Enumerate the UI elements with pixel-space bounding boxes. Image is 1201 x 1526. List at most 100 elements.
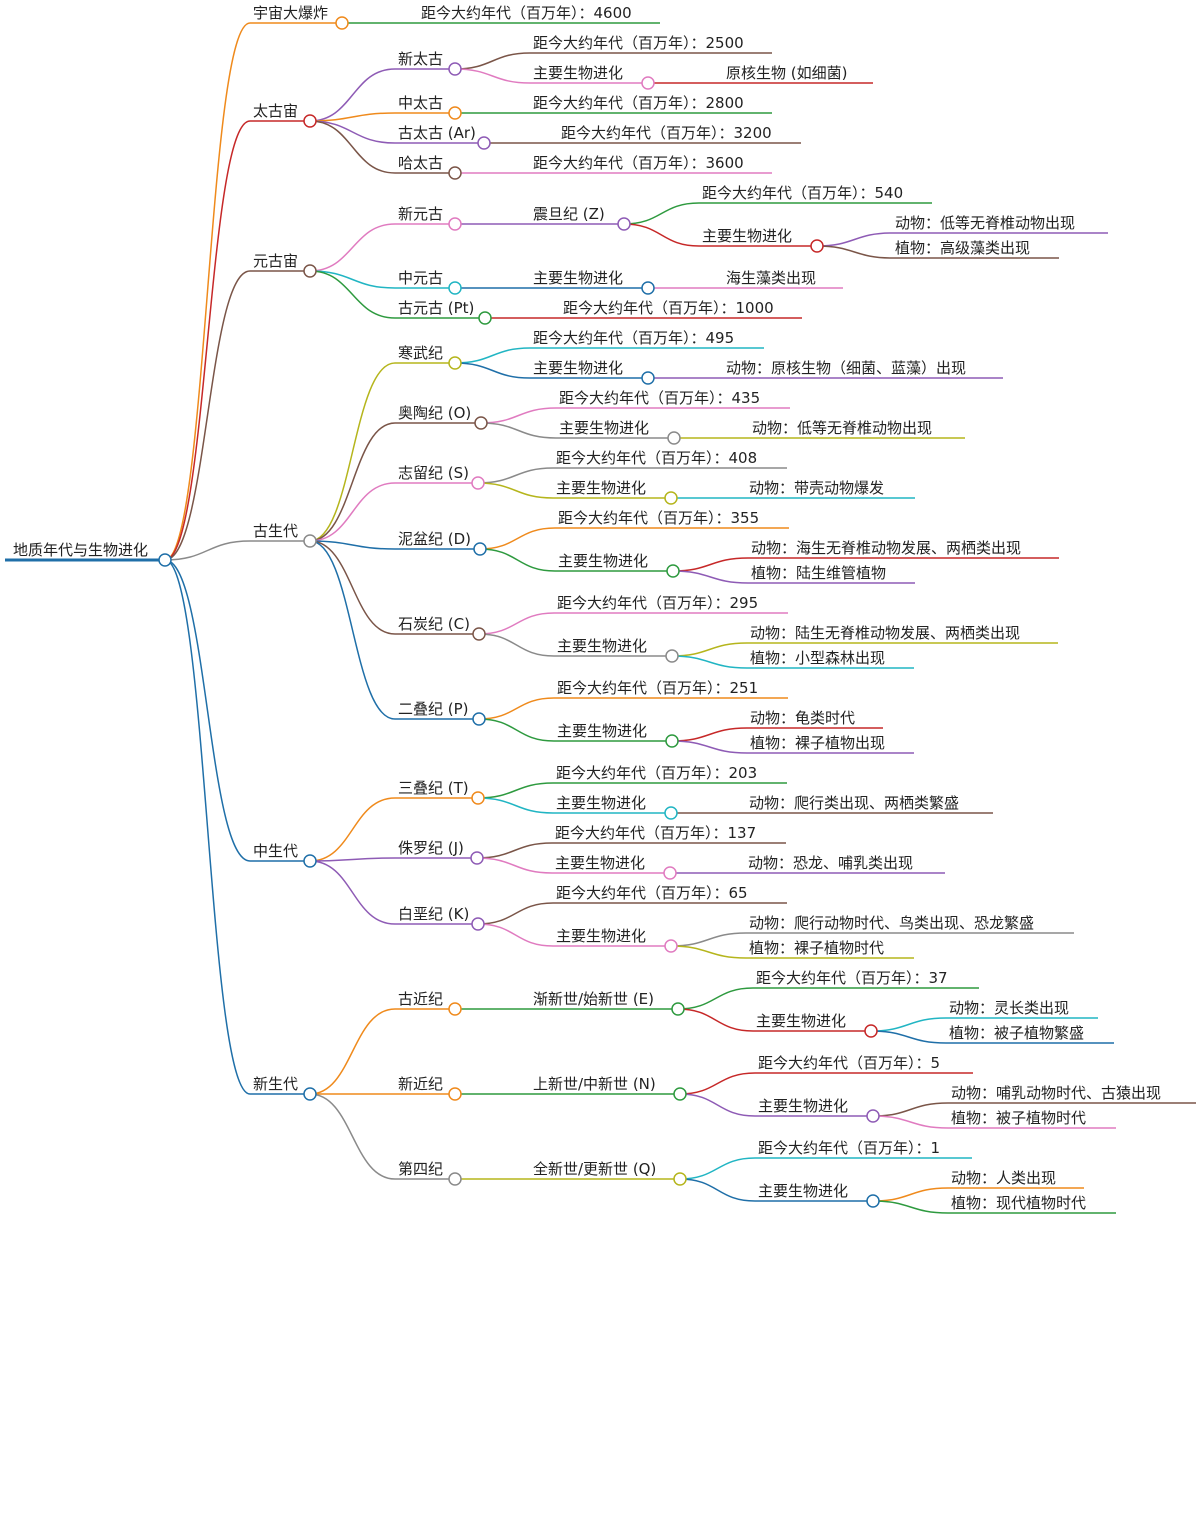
- collapse-toggle-holocene[interactable]: [673, 1172, 687, 1186]
- collapse-toggle-eoarchean[interactable]: [448, 166, 462, 180]
- node-label-pliocene[interactable]: 上新世/中新世 (N): [533, 1075, 656, 1093]
- collapse-toggle-cretaceous_evo[interactable]: [664, 939, 678, 953]
- node-label-mesoarchean[interactable]: 中太古: [398, 94, 443, 112]
- collapse-toggle-paleoarchean[interactable]: [477, 136, 491, 150]
- node-label-cambrian_age[interactable]: 距今大约年代（百万年）：495: [533, 329, 734, 347]
- node-label-carboniferous_age[interactable]: 距今大约年代（百万年）：295: [557, 594, 758, 612]
- collapse-toggle-proterozoic[interactable]: [303, 264, 317, 278]
- collapse-toggle-oligocene_evo[interactable]: [864, 1024, 878, 1038]
- node-label-devonian_evo[interactable]: 主要生物进化: [558, 552, 648, 570]
- node-label-paleozoic[interactable]: 古生代: [253, 522, 298, 540]
- node-label-cretaceous_age[interactable]: 距今大约年代（百万年）：65: [556, 884, 748, 902]
- node-label-sinian[interactable]: 震旦纪 (Z): [533, 205, 605, 223]
- collapse-toggle-cambrian_evo[interactable]: [641, 371, 655, 385]
- node-label-silurian_evo[interactable]: 主要生物进化: [556, 479, 646, 497]
- collapse-toggle-sinian_evo[interactable]: [810, 239, 824, 253]
- node-label-cambrian_evo[interactable]: 主要生物进化: [533, 359, 623, 377]
- node-label-holocene[interactable]: 全新世/更新世 (Q): [533, 1160, 656, 1178]
- node-label-permian_age[interactable]: 距今大约年代（百万年）：251: [557, 679, 758, 697]
- node-label-holocene_age[interactable]: 距今大约年代（百万年）：1: [758, 1139, 940, 1157]
- collapse-toggle-jurassic_evo[interactable]: [663, 866, 677, 880]
- node-label-cretaceous[interactable]: 白垩纪 (K): [398, 905, 469, 923]
- collapse-toggle-permian_evo[interactable]: [665, 734, 679, 748]
- node-label-silurian_evo_1[interactable]: 动物：带壳动物爆发: [749, 479, 884, 497]
- node-label-oligocene[interactable]: 渐新世/始新世 (E): [533, 990, 654, 1008]
- node-label-sinian_evo_1[interactable]: 动物：低等无脊椎动物出现: [895, 214, 1075, 232]
- node-label-sinian_evo[interactable]: 主要生物进化: [702, 227, 792, 245]
- node-label-carboniferous_evo_1[interactable]: 动物：陆生无脊椎动物发展、两栖类出现: [750, 624, 1020, 642]
- node-label-mesoproterozoic_evo_1[interactable]: 海生藻类出现: [726, 269, 816, 287]
- collapse-toggle-ordovician_evo[interactable]: [667, 431, 681, 445]
- node-label-neogene[interactable]: 新近纪: [398, 1075, 443, 1093]
- node-label-proterozoic[interactable]: 元古宙: [253, 252, 298, 270]
- node-label-jurassic_evo_1[interactable]: 动物：恐龙、哺乳类出现: [748, 854, 913, 872]
- node-label-ordovician_evo_1[interactable]: 动物：低等无脊椎动物出现: [752, 419, 932, 437]
- node-label-jurassic[interactable]: 侏罗纪 (J): [398, 839, 464, 857]
- node-label-mesoproterozoic_evo[interactable]: 主要生物进化: [533, 269, 623, 287]
- node-label-permian_evo[interactable]: 主要生物进化: [557, 722, 647, 740]
- node-label-eoarchean[interactable]: 哈太古: [398, 154, 443, 172]
- node-label-ordovician_age[interactable]: 距今大约年代（百万年）：435: [559, 389, 760, 407]
- node-label-cenozoic[interactable]: 新生代: [253, 1075, 298, 1093]
- collapse-toggle-archean[interactable]: [303, 114, 317, 128]
- node-label-devonian_age[interactable]: 距今大约年代（百万年）：355: [558, 509, 759, 527]
- node-label-quaternary[interactable]: 第四纪: [398, 1160, 443, 1178]
- node-label-pliocene_evo_2[interactable]: 植物：被子植物时代: [951, 1109, 1086, 1127]
- node-label-sinian_age[interactable]: 距今大约年代（百万年）：540: [702, 184, 903, 202]
- node-label-paleoproterozoic[interactable]: 古元古 (Pt): [398, 299, 474, 317]
- collapse-toggle-pliocene[interactable]: [673, 1087, 687, 1101]
- collapse-toggle-carboniferous_evo[interactable]: [665, 649, 679, 663]
- node-label-mesoarchean_age[interactable]: 距今大约年代（百万年）：2800: [533, 94, 744, 112]
- node-label-devonian_evo_1[interactable]: 动物：海生无脊椎动物发展、两栖类出现: [751, 539, 1021, 557]
- collapse-toggle-neoarchean[interactable]: [448, 62, 462, 76]
- node-label-oligocene_evo[interactable]: 主要生物进化: [756, 1012, 846, 1030]
- collapse-toggle-mesoarchean[interactable]: [448, 106, 462, 120]
- node-label-archean[interactable]: 太古宙: [253, 102, 298, 120]
- collapse-toggle-quaternary[interactable]: [448, 1172, 462, 1186]
- node-label-neoarchean_age[interactable]: 距今大约年代（百万年）：2500: [533, 34, 744, 52]
- collapse-toggle-pliocene_evo[interactable]: [866, 1109, 880, 1123]
- node-label-holocene_evo[interactable]: 主要生物进化: [758, 1182, 848, 1200]
- node-label-silurian_age[interactable]: 距今大约年代（百万年）：408: [556, 449, 757, 467]
- node-label-bigbang_age[interactable]: 距今大约年代（百万年）：4600: [421, 4, 632, 22]
- collapse-toggle-cenozoic[interactable]: [303, 1087, 317, 1101]
- node-label-triassic_evo_1[interactable]: 动物：爬行类出现、两栖类繁盛: [749, 794, 959, 812]
- collapse-toggle-root[interactable]: [158, 553, 172, 567]
- node-label-carboniferous[interactable]: 石炭纪 (C): [398, 615, 470, 633]
- node-label-paleoarchean_age[interactable]: 距今大约年代（百万年）：3200: [561, 124, 772, 142]
- node-label-permian_evo_2[interactable]: 植物：裸子植物出现: [750, 734, 885, 752]
- node-label-permian[interactable]: 二叠纪 (P): [398, 700, 469, 718]
- collapse-toggle-silurian_evo[interactable]: [664, 491, 678, 505]
- collapse-toggle-devonian_evo[interactable]: [666, 564, 680, 578]
- node-label-pliocene_age[interactable]: 距今大约年代（百万年）：5: [758, 1054, 940, 1072]
- node-label-oligocene_age[interactable]: 距今大约年代（百万年）：37: [756, 969, 948, 987]
- node-label-neoarchean_evo_1[interactable]: 原核生物 (如细菌): [726, 64, 847, 82]
- collapse-toggle-paleoproterozoic[interactable]: [478, 311, 492, 325]
- node-label-ordovician[interactable]: 奥陶纪 (O): [398, 404, 471, 422]
- node-label-devonian_evo_2[interactable]: 植物：陆生维管植物: [751, 564, 886, 582]
- node-label-devonian[interactable]: 泥盆纪 (D): [398, 530, 471, 548]
- collapse-toggle-mesoproterozoic[interactable]: [448, 281, 462, 295]
- collapse-toggle-mesozoic[interactable]: [303, 854, 317, 868]
- collapse-toggle-mesoproterozoic_evo[interactable]: [641, 281, 655, 295]
- collapse-toggle-cambrian[interactable]: [448, 356, 462, 370]
- node-label-mesozoic[interactable]: 中生代: [253, 842, 298, 860]
- node-label-cretaceous_evo_1[interactable]: 动物：爬行动物时代、鸟类出现、恐龙繁盛: [749, 914, 1034, 932]
- node-label-oligocene_evo_2[interactable]: 植物：被子植物繁盛: [949, 1024, 1084, 1042]
- node-label-cambrian_evo_1[interactable]: 动物：原核生物（细菌、蓝藻）出现: [726, 359, 966, 377]
- node-label-cretaceous_evo_2[interactable]: 植物：裸子植物时代: [749, 939, 884, 957]
- node-label-carboniferous_evo_2[interactable]: 植物：小型森林出现: [750, 649, 885, 667]
- node-label-root[interactable]: 地质年代与生物进化: [13, 541, 148, 559]
- collapse-toggle-neoarchean_evo[interactable]: [641, 76, 655, 90]
- collapse-toggle-devonian[interactable]: [473, 542, 487, 556]
- node-label-oligocene_evo_1[interactable]: 动物：灵长类出现: [949, 999, 1069, 1017]
- node-label-paleoarchean[interactable]: 古太古 (Ar): [398, 124, 476, 142]
- collapse-toggle-bigbang[interactable]: [335, 16, 349, 30]
- collapse-toggle-paleogene[interactable]: [448, 1002, 462, 1016]
- collapse-toggle-neoproterozoic[interactable]: [448, 217, 462, 231]
- collapse-toggle-triassic_evo[interactable]: [664, 806, 678, 820]
- collapse-toggle-paleozoic[interactable]: [303, 534, 317, 548]
- node-label-pliocene_evo_1[interactable]: 动物：哺乳动物时代、古猿出现: [951, 1084, 1161, 1102]
- node-label-paleoproterozoic_age[interactable]: 距今大约年代（百万年）：1000: [563, 299, 774, 317]
- node-label-bigbang[interactable]: 宇宙大爆炸: [253, 4, 328, 22]
